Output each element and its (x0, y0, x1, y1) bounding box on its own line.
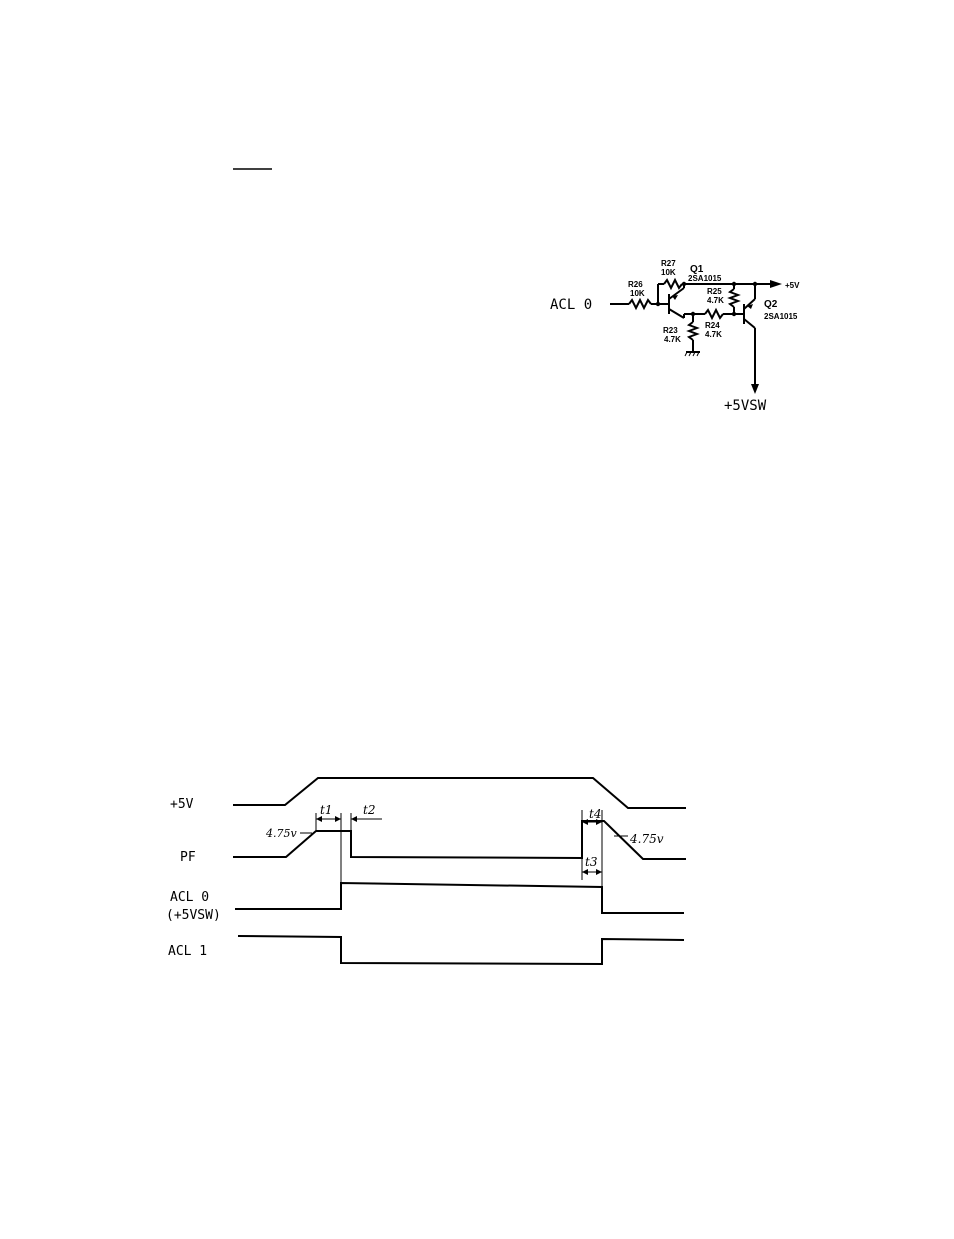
signal-label-pf: PF (180, 850, 196, 865)
signal-label-5vsw: (+5VSW) (166, 908, 221, 923)
output-label: +5VSW (724, 398, 767, 414)
r27-value: 10K (661, 268, 676, 277)
threshold-left-label: 4.75v (265, 827, 297, 840)
r23-value: 4.7K (664, 335, 681, 344)
r25-resistor (730, 289, 738, 307)
waveform-pf (233, 821, 686, 859)
output-arrow-icon (751, 384, 759, 394)
r27-resistor (664, 280, 682, 288)
q2-ref: Q2 (764, 299, 778, 310)
t2-label: t2 (363, 803, 375, 817)
r27-ref: R27 (661, 259, 676, 268)
r23-ref: R23 (663, 326, 678, 335)
waveform-5v (233, 778, 686, 808)
signal-label-acl1: ACL 1 (168, 944, 207, 959)
r25-value: 4.7K (707, 296, 724, 305)
t4-label: t4 (589, 807, 601, 821)
r25-ref: R25 (707, 287, 722, 296)
q1-collector (669, 309, 684, 318)
q2-part: 2SA1015 (764, 312, 798, 321)
power-switch-schematic: ACL 0 R26 10K R27 10K +5V Q1 2SA1015 (550, 259, 800, 414)
waveform-acl0 (235, 883, 684, 913)
r26-ref: R26 (628, 280, 643, 289)
acl0-input-label: ACL 0 (550, 297, 592, 313)
r24-value: 4.7K (705, 330, 722, 339)
supply-label: +5V (785, 281, 800, 290)
q2-collector (744, 319, 755, 328)
r24-resistor (705, 310, 723, 318)
threshold-right-label: 4.75v (629, 832, 664, 846)
t1-label: t1 (320, 803, 332, 817)
q1-part: 2SA1015 (688, 274, 722, 283)
supply-arrow-icon (770, 280, 782, 288)
r26-value: 10K (630, 289, 645, 298)
signal-label-5v: +5V (170, 797, 194, 812)
t3-label: t3 (585, 855, 598, 869)
power-timing-diagram: +5V PF ACL 0 (+5VSW) ACL 1 t1 t2 t4 (166, 778, 686, 964)
r24-ref: R24 (705, 321, 720, 330)
waveform-acl1 (238, 936, 684, 964)
r23-resistor (689, 322, 697, 340)
r26-resistor (629, 300, 651, 308)
signal-label-acl0: ACL 0 (170, 890, 209, 905)
